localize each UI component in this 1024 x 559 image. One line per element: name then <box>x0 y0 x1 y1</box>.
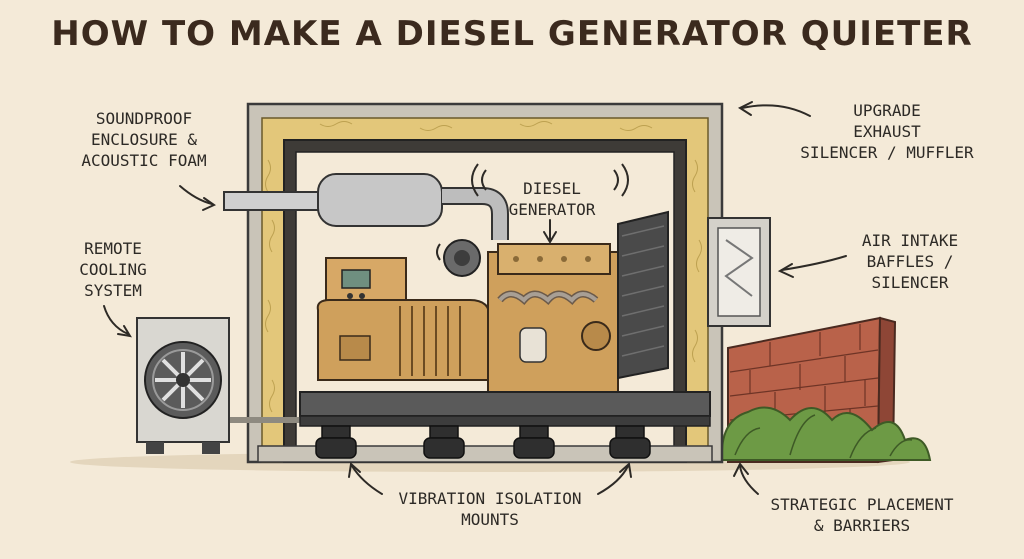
label-placement: STRATEGIC PLACEMENT & BARRIERS <box>770 495 954 535</box>
diesel-engine <box>487 243 619 393</box>
arrow-mounts-left <box>348 462 383 495</box>
label-exhaust: UPGRADE EXHAUST SILENCER / MUFFLER <box>800 101 974 162</box>
label-diesel-generator: DIESEL GENERATOR <box>508 179 596 219</box>
vibration-mounts <box>315 425 651 459</box>
page-title: HOW TO MAKE A DIESEL GENERATOR QUIETER <box>51 14 973 54</box>
sound-waves <box>436 163 629 261</box>
radiator <box>617 210 669 380</box>
alternator <box>316 257 491 381</box>
arrow-generator <box>543 219 557 244</box>
arrow-air-intake <box>777 255 847 278</box>
exhaust-muffler <box>223 173 509 277</box>
arrow-cooling <box>103 305 132 338</box>
remote-cooling-unit <box>136 317 300 454</box>
arrow-placement <box>733 462 759 495</box>
arrow-enclosure <box>179 185 217 211</box>
arrow-mounts-right <box>597 462 632 495</box>
bushes <box>720 406 932 461</box>
label-cooling: REMOTE COOLING SYSTEM <box>79 239 147 300</box>
label-mounts: VIBRATION ISOLATION MOUNTS <box>398 489 582 529</box>
air-intake-baffle <box>707 217 771 327</box>
arrow-exhaust <box>737 101 811 117</box>
skid-base <box>299 391 711 427</box>
label-air-intake: AIR INTAKE BAFFLES / SILENCER <box>861 231 959 292</box>
label-enclosure: SOUNDPROOF ENCLOSURE & ACOUSTIC FOAM <box>81 109 207 170</box>
